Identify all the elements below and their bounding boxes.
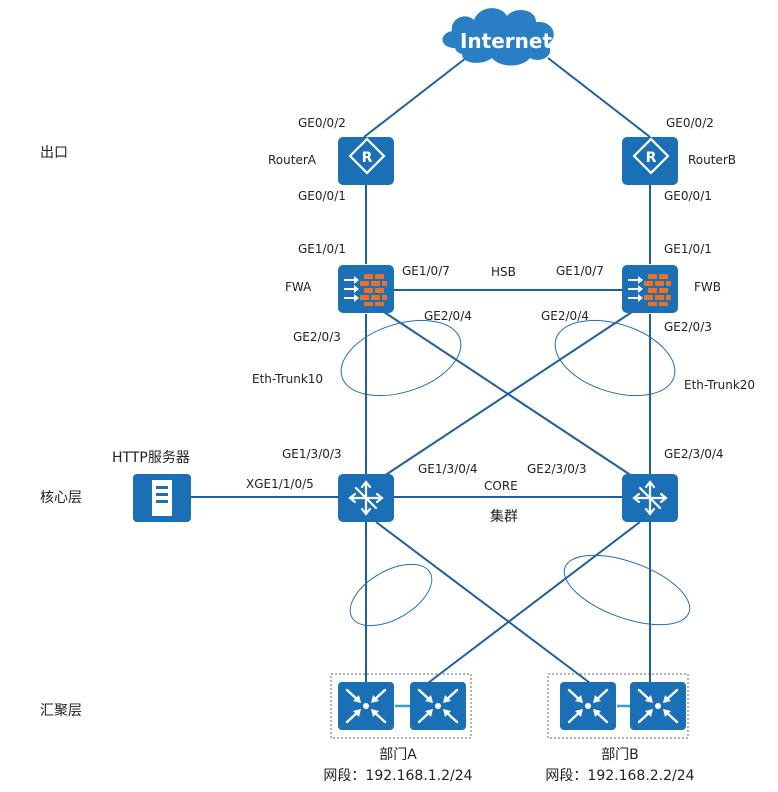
fwb-name: FWB <box>694 280 721 294</box>
fwb-port-hsb: GE1/0/7 <box>556 264 604 278</box>
router-icon[interactable] <box>338 137 394 185</box>
hsb-label: HSB <box>491 265 516 279</box>
dept-a-switch-group <box>330 673 472 739</box>
dept-a-name: 部门A <box>379 747 417 763</box>
corea-server-port: XGE1/1/0/5 <box>246 477 314 491</box>
aggregation-switch-icon[interactable] <box>338 682 394 730</box>
fwa-port-hsb: GE1/0/7 <box>402 264 450 278</box>
core-switch-icon[interactable] <box>622 474 678 522</box>
aggregation-switch-icon[interactable] <box>630 682 686 730</box>
fwb-port-up: GE1/0/1 <box>664 242 712 256</box>
fwb-port-down-1: GE2/0/4 <box>541 309 589 323</box>
dept-a-segment: 网段：192.168.1.2/24 <box>323 768 472 784</box>
fwb-port-down-2: GE2/0/3 <box>664 320 712 334</box>
layer-label-egress: 出口 <box>40 145 68 161</box>
server-name: HTTP服务器 <box>112 450 190 466</box>
link-fwb-corea <box>383 311 633 477</box>
routera-port-down: GE0/0/1 <box>298 189 346 203</box>
fwa-port-down-2: GE2/0/4 <box>424 309 472 323</box>
internet-label: Internet <box>460 29 552 53</box>
firewall-icon[interactable] <box>622 264 678 314</box>
dept-b-segment: 网段：192.168.2.2/24 <box>545 768 694 784</box>
cluster-label: 集群 <box>490 508 518 525</box>
aggregation-switch-icon[interactable] <box>410 682 466 730</box>
link-internet-routera <box>363 57 467 138</box>
aggregation-switch-icon[interactable] <box>560 682 616 730</box>
router-icon[interactable] <box>622 137 678 185</box>
trunk-ellipse-eth-trunk10 <box>340 319 462 397</box>
routera-name: RouterA <box>268 153 317 167</box>
routerb-port-up: GE0/0/2 <box>666 116 714 130</box>
routerb-port-down: GE0/0/1 <box>664 189 712 203</box>
trunk-ellipse-depta <box>349 563 433 627</box>
core-switch-icon[interactable] <box>338 474 394 522</box>
trunk-ellipse-eth-trunk20 <box>554 319 676 397</box>
server-icon[interactable] <box>133 474 191 522</box>
dept-b-switch-group <box>547 673 689 739</box>
eth-trunk20-label: Eth-Trunk20 <box>684 378 755 392</box>
cloud-icon: Internet <box>442 8 554 66</box>
firewall-icon[interactable] <box>338 264 394 314</box>
routera-port-up: GE0/0/2 <box>298 116 346 130</box>
corea-port-1: GE1/3/0/3 <box>282 447 342 461</box>
trunk-ellipse-deptb <box>563 554 691 626</box>
dept-b-name: 部门B <box>601 747 639 763</box>
corea-port-2: GE1/3/0/4 <box>418 462 478 476</box>
link-internet-routerb <box>547 57 651 138</box>
fwa-port-up: GE1/0/1 <box>298 242 346 256</box>
link-coreb-depta <box>427 521 641 684</box>
fwa-port-down-1: GE2/0/3 <box>293 330 341 344</box>
routerb-name: RouterB <box>688 153 736 167</box>
link-corea-deptb <box>375 521 591 684</box>
coreb-port-2: GE2/3/0/4 <box>664 447 724 461</box>
fwa-name: FWA <box>285 280 312 294</box>
eth-trunk10-label: Eth-Trunk10 <box>252 372 323 386</box>
core-link-label: CORE <box>484 479 518 493</box>
layer-label-aggregation: 汇聚层 <box>40 703 82 719</box>
coreb-port-1: GE2/3/0/3 <box>527 462 587 476</box>
layer-label-core: 核心层 <box>40 490 82 506</box>
